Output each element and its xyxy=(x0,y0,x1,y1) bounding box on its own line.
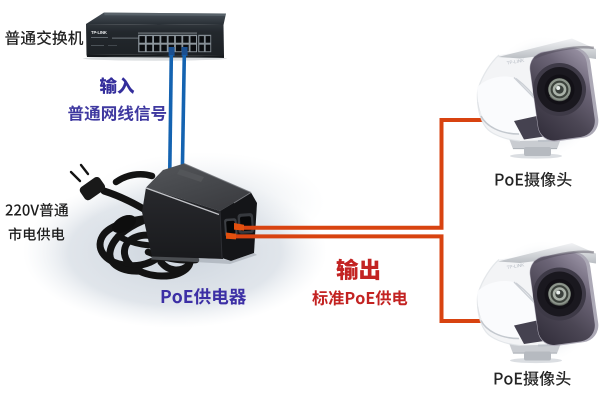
svg-text:TP-LINK: TP-LINK xyxy=(91,30,107,35)
svg-text:TP-LINK: TP-LINK xyxy=(506,58,525,66)
